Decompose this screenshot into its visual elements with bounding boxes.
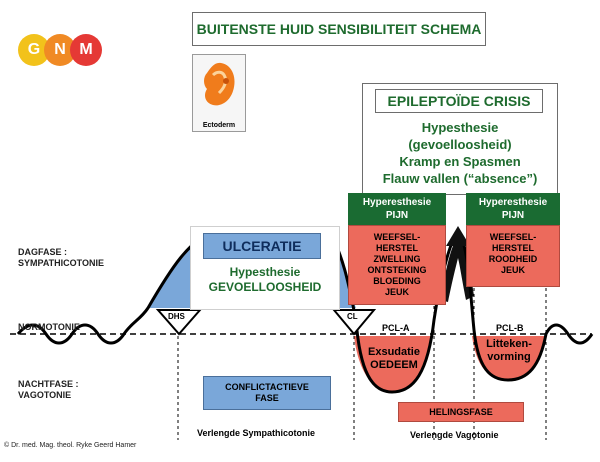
pcl-b-header-line: Hyperesthesie xyxy=(478,197,548,208)
pcl-a-line: BLOEDING xyxy=(373,276,421,286)
ulceratie-line: GEVOELLOOSHEID xyxy=(208,280,322,294)
crisis-description: Hypesthesie (gevoelloosheid) Kramp en Sp… xyxy=(363,119,557,187)
embryo-icon xyxy=(204,62,235,106)
verlengde-sympathicotonie-label: Verlengde Sympathicotonie xyxy=(197,428,316,438)
verlengde-vagotonie-label: Verlengde Vagotonie xyxy=(410,430,499,440)
dhs-triangle xyxy=(155,309,203,336)
crisis-line: (gevoelloosheid) xyxy=(408,137,512,152)
pcl-b-line: ROODHEID xyxy=(488,254,538,264)
pcl-b-dip-line: Litteken- xyxy=(486,338,532,350)
page-title: BUITENSTE HUID SENSIBILITEIT SCHEMA xyxy=(192,12,486,46)
ectoderm-label: Ectoderm xyxy=(202,122,236,129)
nachtfase-line-1: NACHTFASE : xyxy=(18,379,79,389)
pcl-b-line: WEEFSEL- xyxy=(489,232,537,242)
pcl-a-dip-line: Exsudatie xyxy=(368,346,420,358)
pcl-b-dip-label: Litteken- vorming xyxy=(478,338,540,364)
pcl-b-dip-line: vorming xyxy=(487,351,531,363)
pcl-a-header: Hyperesthesie PIJN xyxy=(348,193,446,225)
crisis-title: EPILEPTOÏDE CRISIS xyxy=(375,89,543,113)
conflict-active-box: CONFLICTACTIEVE FASE xyxy=(203,376,331,410)
dagfase-label: DAGFASE : SYMPATHICOTONIE xyxy=(18,247,104,269)
pcl-a-line: WEEFSEL- xyxy=(373,232,421,242)
cl-label: CL xyxy=(347,312,358,321)
wave-line xyxy=(16,229,594,394)
ulceratie-description: Hypesthesie GEVOELLOOSHEID xyxy=(191,265,339,295)
logo-letter-g: G xyxy=(18,34,50,66)
pcl-a-label: PCL-A xyxy=(382,323,410,333)
pcl-a-header-line: Hyperesthesie xyxy=(362,197,432,208)
conflict-line: FASE xyxy=(255,393,279,403)
pcl-a-line: ZWELLING xyxy=(373,254,421,264)
conflict-line: CONFLICTACTIEVE xyxy=(225,382,309,392)
crisis-line: Flauw vallen (“absence”) xyxy=(382,171,538,186)
pcl-a-line: ONTSTEKING xyxy=(367,265,427,275)
ectoderm-embryo: Ectoderm xyxy=(192,54,246,132)
dhs-label: DHS xyxy=(168,312,185,321)
pcl-a-dip-label: Exsudatie OEDEEM xyxy=(364,346,424,372)
logo-letter-m: M xyxy=(70,34,102,66)
pcl-b-header-line: PIJN xyxy=(501,210,525,221)
crisis-arrow xyxy=(446,226,470,246)
dagfase-line-1: DAGFASE : xyxy=(18,247,68,257)
pcl-b-label: PCL-B xyxy=(496,323,524,333)
pcl-a-line: HERSTEL xyxy=(375,243,418,253)
normotonie-label: NORMOTONIE xyxy=(18,322,80,332)
nachtfase-label: NACHTFASE : VAGOTONIE xyxy=(18,379,79,401)
gnm-logo: G N M xyxy=(18,34,118,68)
ulceratie-line: Hypesthesie xyxy=(229,265,301,279)
pcl-a-box: WEEFSEL- HERSTEL ZWELLING ONTSTEKING BLO… xyxy=(348,225,446,305)
pcl-a-header-line: PIJN xyxy=(385,210,409,221)
pcl-a-line: JEUK xyxy=(384,287,409,297)
pcl-b-line: HERSTEL xyxy=(491,243,534,253)
ulceratie-panel: ULCERATIE Hypesthesie GEVOELLOOSHEID xyxy=(190,226,340,310)
ulceratie-title: ULCERATIE xyxy=(203,233,321,259)
pcl-b-box: WEEFSEL- HERSTEL ROODHEID JEUK xyxy=(466,225,560,287)
dagfase-line-2: SYMPATHICOTONIE xyxy=(18,258,105,268)
pcl-b-dip xyxy=(472,336,546,380)
pcl-a-dip-line: OEDEEM xyxy=(370,359,418,371)
pcl-b-header: Hyperesthesie PIJN xyxy=(466,193,560,225)
crisis-line: Kramp en Spasmen xyxy=(399,154,521,169)
crisis-line: Hypesthesie xyxy=(421,120,499,135)
pcl-b-line: JEUK xyxy=(500,265,525,275)
pcl-a-dip xyxy=(354,336,432,392)
crisis-spike xyxy=(440,236,474,302)
cl-triangle xyxy=(331,309,377,336)
nachtfase-line-2: VAGOTONIE xyxy=(18,390,72,400)
epileptoid-crisis-box: EPILEPTOÏDE CRISIS Hypesthesie (gevoello… xyxy=(362,83,558,195)
helingsfase-box: HELINGSFASE xyxy=(398,402,524,422)
copyright: © Dr. med. Mag. theol. Ryke Geerd Hamer xyxy=(4,442,137,449)
